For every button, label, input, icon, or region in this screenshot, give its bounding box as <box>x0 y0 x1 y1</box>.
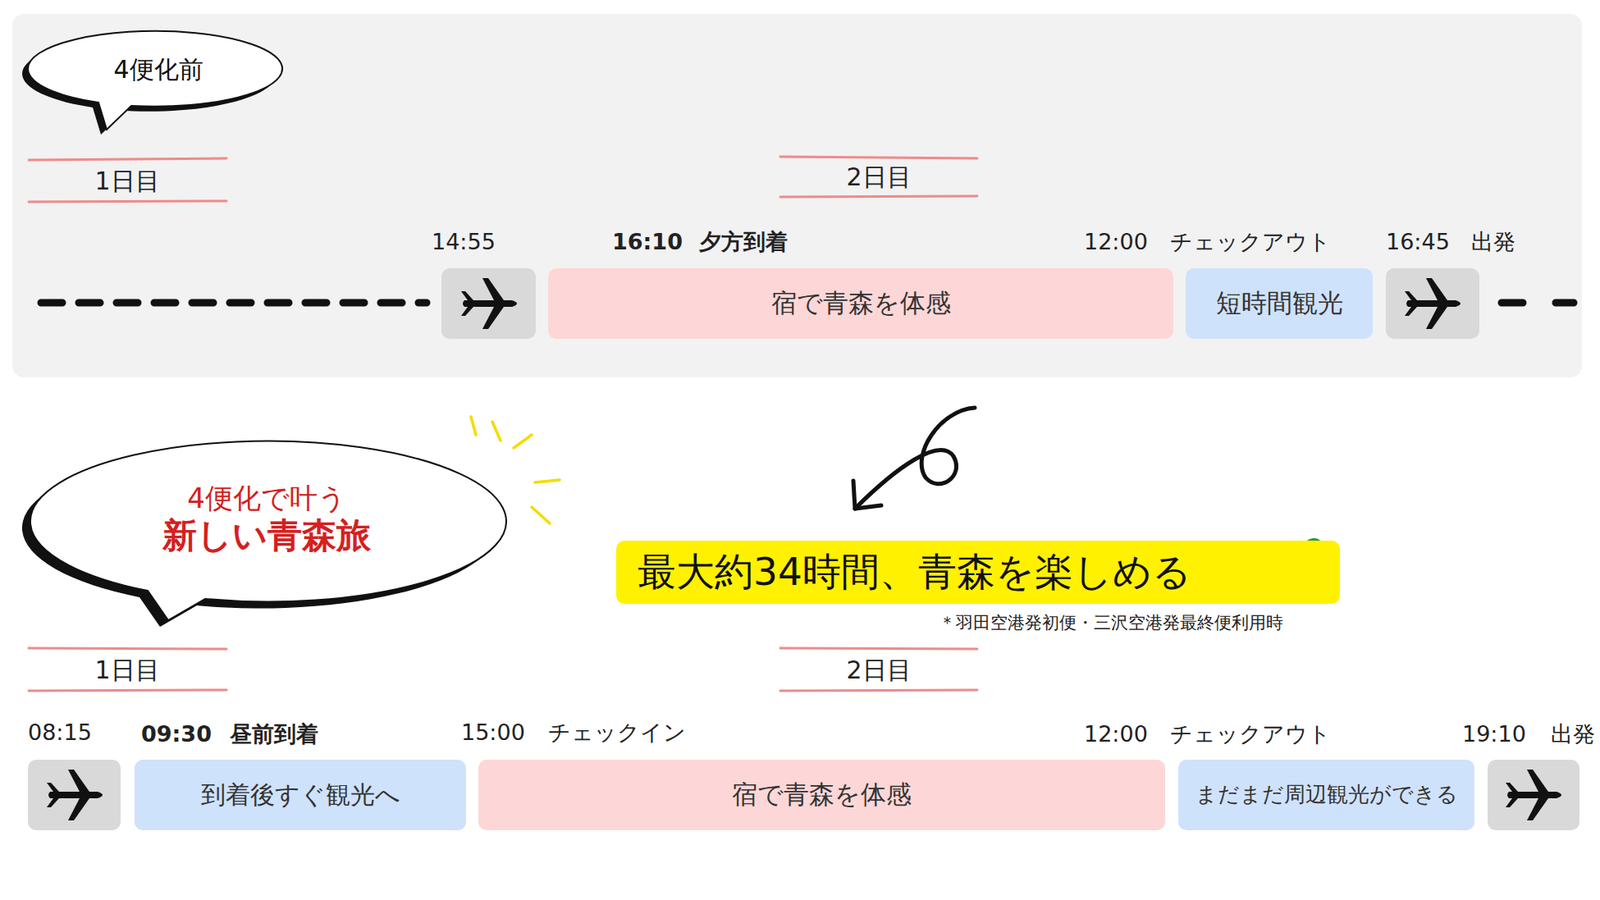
flight-dashes <box>41 299 427 307</box>
speech-bubble-text: 4便化前 <box>49 41 268 99</box>
speech-bubble-text: 4便化で叶う新しい青森旅 <box>77 463 456 575</box>
speech-bubble <box>27 31 283 130</box>
time-label: チェックアウト <box>1170 721 1331 748</box>
node-text: 短時間観光 <box>1216 288 1344 319</box>
flight-dashes <box>1501 299 1574 307</box>
speech-bubble <box>30 441 507 621</box>
time-label: 12:00 <box>1083 228 1148 256</box>
node-text: 宿で青森を体感 <box>771 288 951 319</box>
time-label: 14:55 <box>431 228 496 256</box>
stay-box: 宿で青森を体感 <box>548 268 1174 339</box>
node-text: 新しい青森旅 <box>162 515 371 557</box>
time-label: 12:00 <box>1083 721 1148 748</box>
time-label: 出発 <box>1471 228 1516 256</box>
time-label: 出発 <box>1550 721 1596 748</box>
node-text: 到着後すぐ観光へ <box>201 780 401 810</box>
highlight-banner: 最大約34時間、青森を楽しめる <box>616 540 1340 604</box>
time-label: 15:00 <box>461 719 526 746</box>
day-underline <box>28 156 978 691</box>
sightseeing-box: まだまだ周辺観光ができる <box>1178 759 1475 831</box>
plane-icon <box>1385 268 1480 339</box>
time-label: 08:15 <box>27 719 92 746</box>
node-text: 宿で青森を体感 <box>731 779 912 810</box>
plane-icon <box>1487 759 1580 831</box>
node-text: 最大約34時間、青森を楽しめる <box>637 548 1192 595</box>
day-label: 1日目 <box>94 166 160 197</box>
time-label: 16:45 <box>1385 228 1450 256</box>
time-label: 昼前到着 <box>229 721 319 748</box>
node-text: 4便化前 <box>113 54 203 85</box>
time-label: 09:30 <box>141 721 212 748</box>
node-text: まだまだ周辺観光ができる <box>1195 781 1459 808</box>
sightseeing-box: 到着後すぐ観光へ <box>134 759 467 831</box>
day-label: 2日目 <box>845 655 911 686</box>
plane-icon <box>441 268 536 339</box>
before-panel <box>12 13 1582 378</box>
time-label: チェックイン <box>548 719 686 746</box>
time-label: チェックアウト <box>1170 228 1331 256</box>
node-text: 4便化で叶う <box>187 481 347 516</box>
time-label: 夕方到着 <box>699 228 788 256</box>
sightseeing-box: 短時間観光 <box>1185 268 1373 339</box>
stay-box: 宿で青森を体感 <box>478 759 1166 831</box>
footnote: ＊羽田空港発初便・三沢空港発最終便利用時 <box>938 612 1284 634</box>
day-label: 1日目 <box>94 655 160 686</box>
highlight-rays <box>470 416 560 524</box>
curly-arrow <box>853 407 975 509</box>
time-label: 16:10 <box>612 228 683 256</box>
time-label: 19:10 <box>1462 721 1527 748</box>
plane-icon <box>27 759 121 831</box>
day-label: 2日目 <box>845 162 911 192</box>
